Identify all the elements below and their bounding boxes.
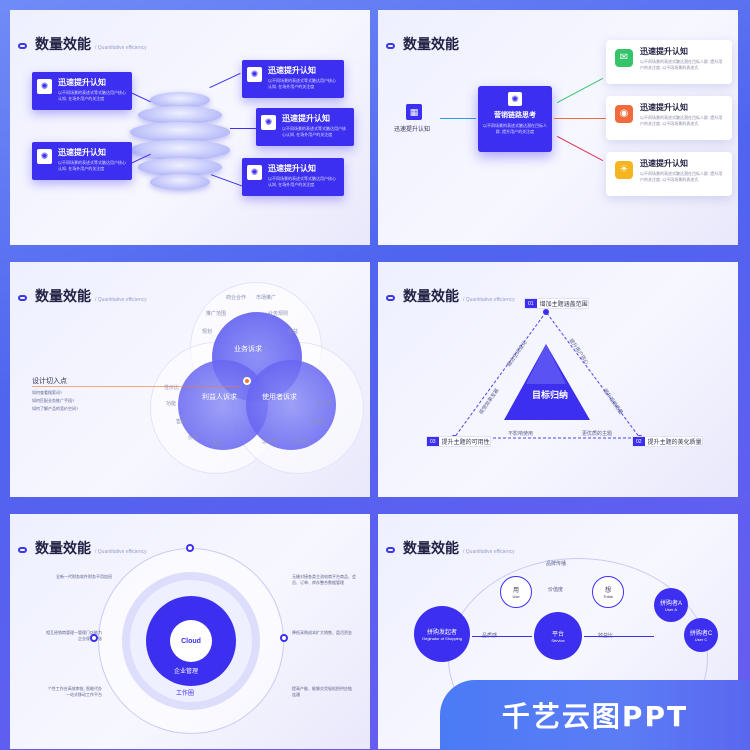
slide-thumbnail-4[interactable]: 数量效能 / Quantitative efficiency 目标归纳 01 增… — [378, 262, 738, 497]
info-card: ✺ 迅速提升认知 以不同场景的表述式等式触达用户核心认知, 在场外用户的关注度 — [256, 108, 354, 146]
title-dot-icon — [386, 295, 395, 301]
connector-line — [556, 77, 604, 104]
platform-node: 平台 Service — [534, 612, 582, 660]
connector-line — [472, 636, 532, 637]
disc-layer — [138, 106, 222, 124]
title-dot-icon — [386, 547, 395, 553]
use-node: 用 Use — [500, 576, 532, 608]
slide-title: 数量效能 / Quantitative efficiency — [386, 538, 515, 558]
item-card: ✉ 迅速提升认知 以不同场景的表述式触达潜在目标人群, 提升用户的关注度, 以不… — [606, 40, 732, 84]
initiator-node: 拼购发起者 Originator of Shopping — [414, 606, 470, 662]
cloud-center: Cloud — [170, 620, 212, 662]
center-card: ✺ 营销链路思考 以不同场景的表述式触达潜在目标人群, 提升用户的关注度 — [478, 86, 552, 152]
connector-line — [210, 174, 244, 187]
connector-line — [554, 118, 606, 119]
ring-dot — [186, 544, 194, 552]
brain-icon: ✺ — [247, 165, 262, 180]
connector-line — [32, 386, 240, 387]
grid-icon: ▦ — [406, 104, 422, 120]
item-card: ☀ 迅速提升认知 以不同场景的表述式触达潜在目标人群, 提升用户的关注度, 以不… — [606, 152, 732, 196]
location-icon: ◉ — [615, 105, 633, 123]
disc-layer — [138, 158, 222, 176]
bulb-icon: ☀ — [615, 161, 633, 179]
label-03: 03 提升主题的可用性 — [426, 436, 491, 447]
brain-icon: ✺ — [37, 149, 52, 164]
slide-title: 数量效能 / Quantitative efficiency — [18, 286, 147, 306]
ring-dot — [90, 634, 98, 642]
connector-line — [556, 135, 604, 162]
title-dot-icon — [386, 43, 395, 49]
label-01: 01 增加主题涵盖范围 — [524, 298, 589, 309]
user-a-node: 拼购者A User A — [654, 588, 688, 622]
slide-thumbnail-3[interactable]: 数量效能 / Quantitative efficiency 业务诉求 利益人诉… — [10, 262, 370, 497]
slide-thumbnail-2[interactable]: 数量效能 ▦ 迅速提升认知 ✺ 营销链路思考 以不同场景的表述式触达潜在目标人群… — [378, 10, 738, 245]
connector-line — [440, 118, 476, 119]
disc-layer — [150, 92, 210, 108]
slide-title: 数量效能 / Quantitative efficiency — [18, 34, 147, 54]
info-card: ✺ 迅速提升认知 以不同场景的表述式等式触达用户核心认知, 在场外用户的关注度 — [32, 142, 132, 180]
connector-line — [584, 636, 654, 637]
label-02: 02 提升主题的美化质量 — [632, 436, 703, 447]
item-card: ◉ 迅速提升认知 以不同场景的表述式触达潜在目标人群, 提升用户的关注度, 以不… — [606, 96, 732, 140]
title-dot-icon — [18, 43, 27, 49]
slide-title: 数量效能 / Quantitative efficiency — [386, 286, 515, 306]
center-point — [243, 377, 251, 385]
venn-circle-right — [246, 360, 336, 450]
info-card: ✺ 迅速提升认知 以不同场景的表述式等式触达用户核心认知, 在场外用户的关注度 — [32, 72, 132, 110]
disc-layer — [130, 140, 230, 160]
disc-layer — [150, 174, 210, 190]
brain-icon: ✺ — [247, 67, 262, 82]
brand-watermark: 千艺云图PPT — [440, 680, 750, 750]
brain-icon: ✺ — [261, 115, 276, 130]
info-card: ✺ 迅速提升认知 以不同场景的表述式等式触达用户核心认知, 在场外用户的关注度 — [242, 158, 344, 196]
brain-icon: ✺ — [508, 92, 522, 106]
slide-title: 数量效能 — [386, 34, 459, 54]
slide-title: 数量效能 / Quantitative efficiency — [18, 538, 147, 558]
title-dot-icon — [18, 295, 27, 301]
slide-thumbnail-1[interactable]: 数量效能 / Quantitative efficiency ✺ 迅速提升认知 … — [10, 10, 370, 245]
connector-line — [209, 72, 241, 89]
title-dot-icon — [18, 547, 27, 553]
brain-icon: ✺ — [37, 79, 52, 94]
think-node: 想 Think — [592, 576, 624, 608]
connector-line — [230, 128, 258, 129]
chat-icon: ✉ — [615, 49, 633, 67]
ring-dot — [280, 634, 288, 642]
info-card: ✺ 迅速提升认知 以不同场景的表述式等式触达用户核心认知, 在场外用户的关注度 — [242, 60, 344, 98]
user-c-node: 拼购者C User C — [684, 618, 718, 652]
slide-thumbnail-5[interactable]: 数量效能 / Quantitative efficiency Cloud 企业管… — [10, 514, 370, 749]
disc-layer — [130, 122, 230, 142]
